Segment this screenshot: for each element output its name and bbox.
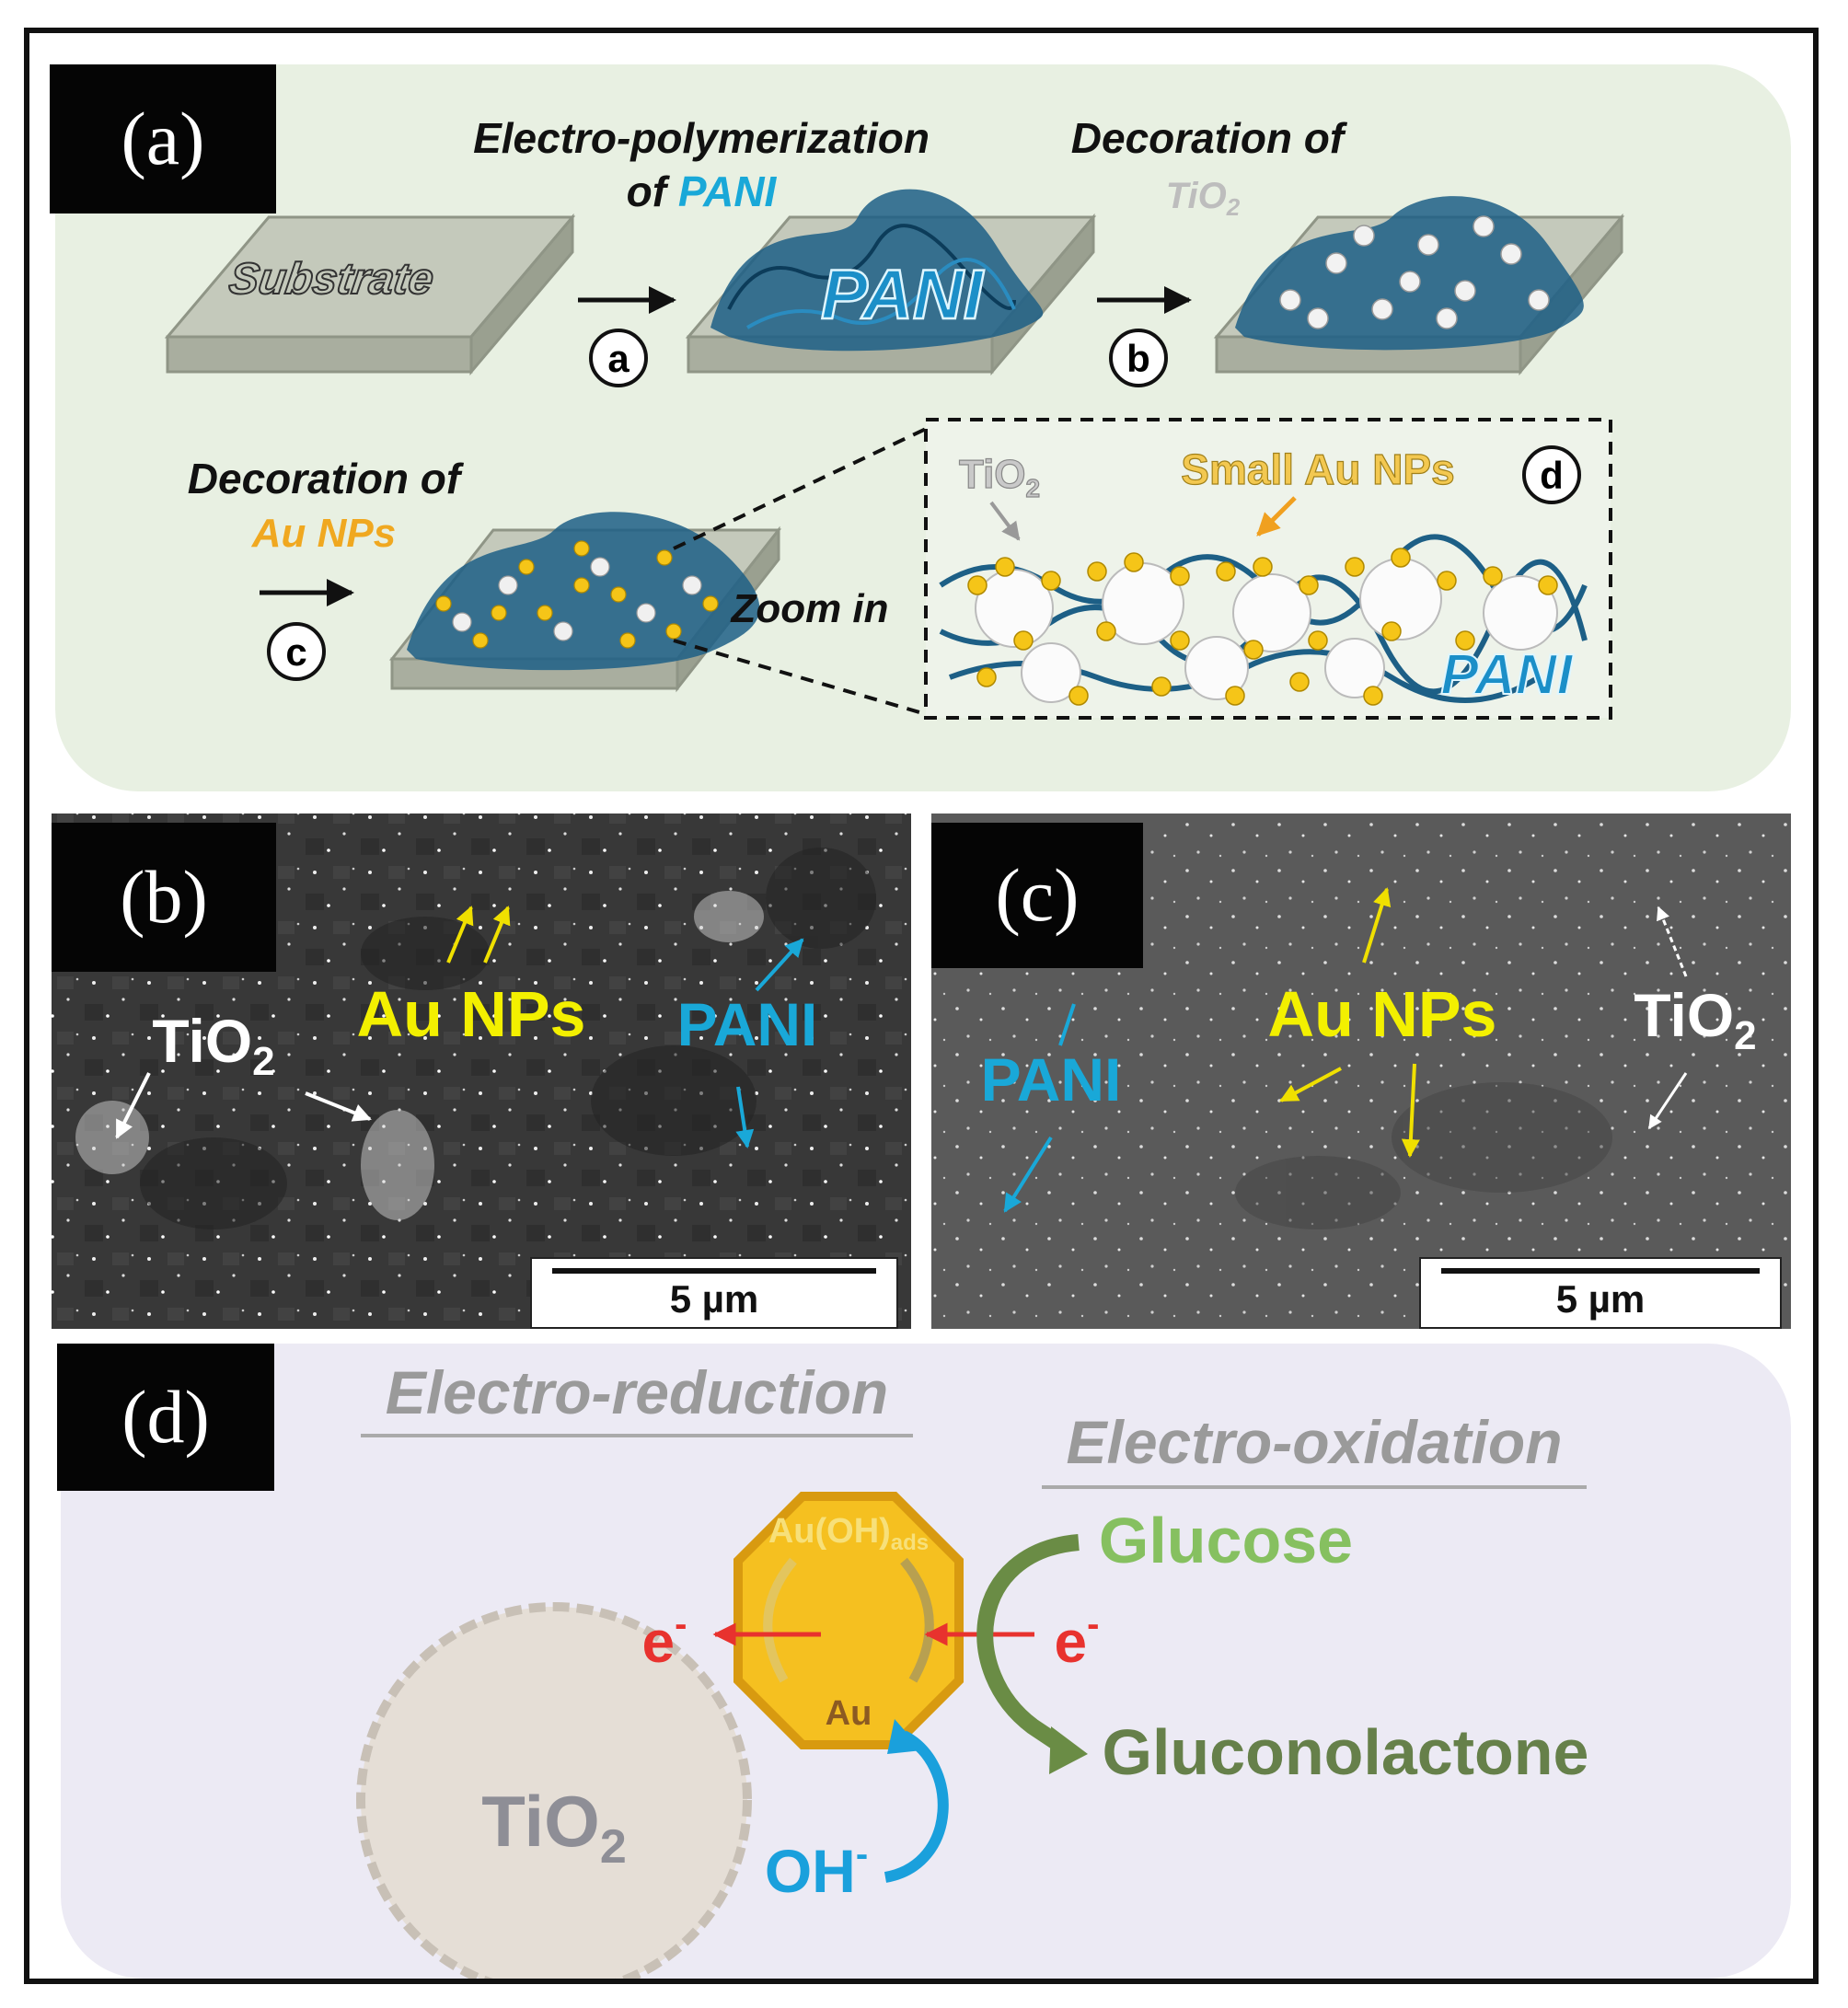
sem-c-au-label: Au NPs <box>1268 978 1497 1050</box>
step-marker-d <box>1522 445 1581 504</box>
scale-bar-b: 5 µm <box>530 1257 898 1329</box>
zoom-tio2-label: TiO2 <box>959 452 1040 502</box>
zoom-pani-label: PANI <box>1440 643 1574 707</box>
zoom-content <box>939 534 1588 706</box>
sem-c-pani-label: PANI <box>981 1045 1122 1114</box>
step-b-title-line1: Decoration of <box>1071 114 1348 162</box>
zoom-label: Zoom in <box>729 586 888 631</box>
step-c-title-line1: Decoration of <box>188 455 465 502</box>
sem-b-tio2-arrow-2 <box>305 1091 372 1122</box>
step-marker-d-label: d <box>1540 454 1564 497</box>
sem-c-tio2-arrow-down <box>1647 1072 1688 1130</box>
glucose-arrowhead <box>1049 1726 1088 1774</box>
panel-tag-a: (a) <box>50 64 276 213</box>
sem-c-au-arrow-up <box>1362 887 1392 964</box>
au-cycle-left <box>763 1557 797 1683</box>
au-decorated-slab <box>388 512 782 693</box>
step-marker-c-label: c <box>285 630 306 674</box>
zoom-small-au-label: Small Au NPs <box>1181 445 1454 493</box>
panel-tag-b: (b) <box>52 823 276 972</box>
sem-b-pani-arrow-up <box>755 938 804 992</box>
step-marker-b <box>1109 329 1168 387</box>
sem-b-pani-arrow-down <box>735 1086 755 1148</box>
scale-bar-b-line <box>552 1268 876 1274</box>
zoom-small-au-arrow <box>1256 496 1297 537</box>
zoom-tio2-arrow <box>989 501 1021 541</box>
step-a-title-line1: Electro-polymerization <box>473 114 930 162</box>
sem-b-au-arrow-1 <box>446 906 474 964</box>
tio2-particle-label: TiO2 <box>481 1781 627 1874</box>
step-c-title-line2: Au NPs <box>251 511 396 556</box>
scale-bar-b-label: 5 µm <box>669 1277 759 1321</box>
oxidation-title: Electro-oxidation <box>1066 1408 1562 1476</box>
oh-label: OH- <box>765 1834 868 1905</box>
step-marker-c <box>267 622 326 681</box>
sem-b-tio2-arrow-1 <box>115 1072 151 1139</box>
scale-bar-c: 5 µm <box>1419 1257 1782 1329</box>
step-marker-b-label: b <box>1126 337 1150 380</box>
oh-arrow <box>884 1730 949 1883</box>
tio2-decorated-slab <box>1213 196 1625 376</box>
substrate-slab <box>164 213 576 376</box>
sem-c-au-arrow-down <box>1401 1063 1420 1158</box>
panel-tag-c: (c) <box>931 823 1143 968</box>
gluconolactone-label: Gluconolactone <box>1103 1716 1589 1788</box>
sem-c-pani-arrow-down <box>1003 1136 1053 1213</box>
substrate-label: Substrate <box>226 254 437 304</box>
step-b-title-line2: TiO2 <box>1166 176 1241 221</box>
pani-slab <box>685 189 1097 376</box>
sem-c-pani-arrow-up <box>1058 1003 1076 1046</box>
sem-b-tio2-label: TiO2 <box>152 1007 274 1084</box>
step-marker-a <box>589 329 648 387</box>
glucose-arrow <box>976 1534 1080 1752</box>
reduction-title: Electro-reduction <box>386 1358 888 1426</box>
figure-frame: Substrate a PANI b <box>24 28 1819 1984</box>
au-label: Au <box>826 1694 872 1733</box>
sem-c-au-arrow-left <box>1279 1067 1342 1102</box>
electron-left-label: e- <box>642 1604 687 1675</box>
figure-drawing: Substrate a PANI b <box>52 114 1791 1979</box>
sem-c-tio2-label: TiO2 <box>1634 981 1756 1058</box>
electron-right-label: e- <box>1055 1604 1100 1675</box>
oh-arrowhead <box>887 1719 922 1754</box>
zoom-line-top <box>673 427 927 550</box>
step-marker-a-label: a <box>607 337 629 380</box>
au-oh-label: Au(OH)ads <box>768 1512 929 1555</box>
glucose-label: Glucose <box>1099 1505 1353 1576</box>
sem-b-au-arrow-2 <box>483 906 511 964</box>
step-a-title-line2: of PANI <box>627 167 778 215</box>
au-cycle-right <box>900 1557 934 1683</box>
panel-tag-d: (d) <box>57 1344 274 1491</box>
sem-c-tio2-arrow-up <box>1657 906 1688 977</box>
zoom-line-bottom <box>673 639 927 716</box>
pani-slab-label: PANI <box>821 256 985 334</box>
tio2-particle <box>356 1602 752 1979</box>
scale-bar-c-line <box>1441 1268 1760 1274</box>
sem-b-pani-label: PANI <box>677 990 818 1058</box>
sem-b-au-label: Au NPs <box>357 978 586 1050</box>
scale-bar-c-label: 5 µm <box>1555 1277 1646 1321</box>
